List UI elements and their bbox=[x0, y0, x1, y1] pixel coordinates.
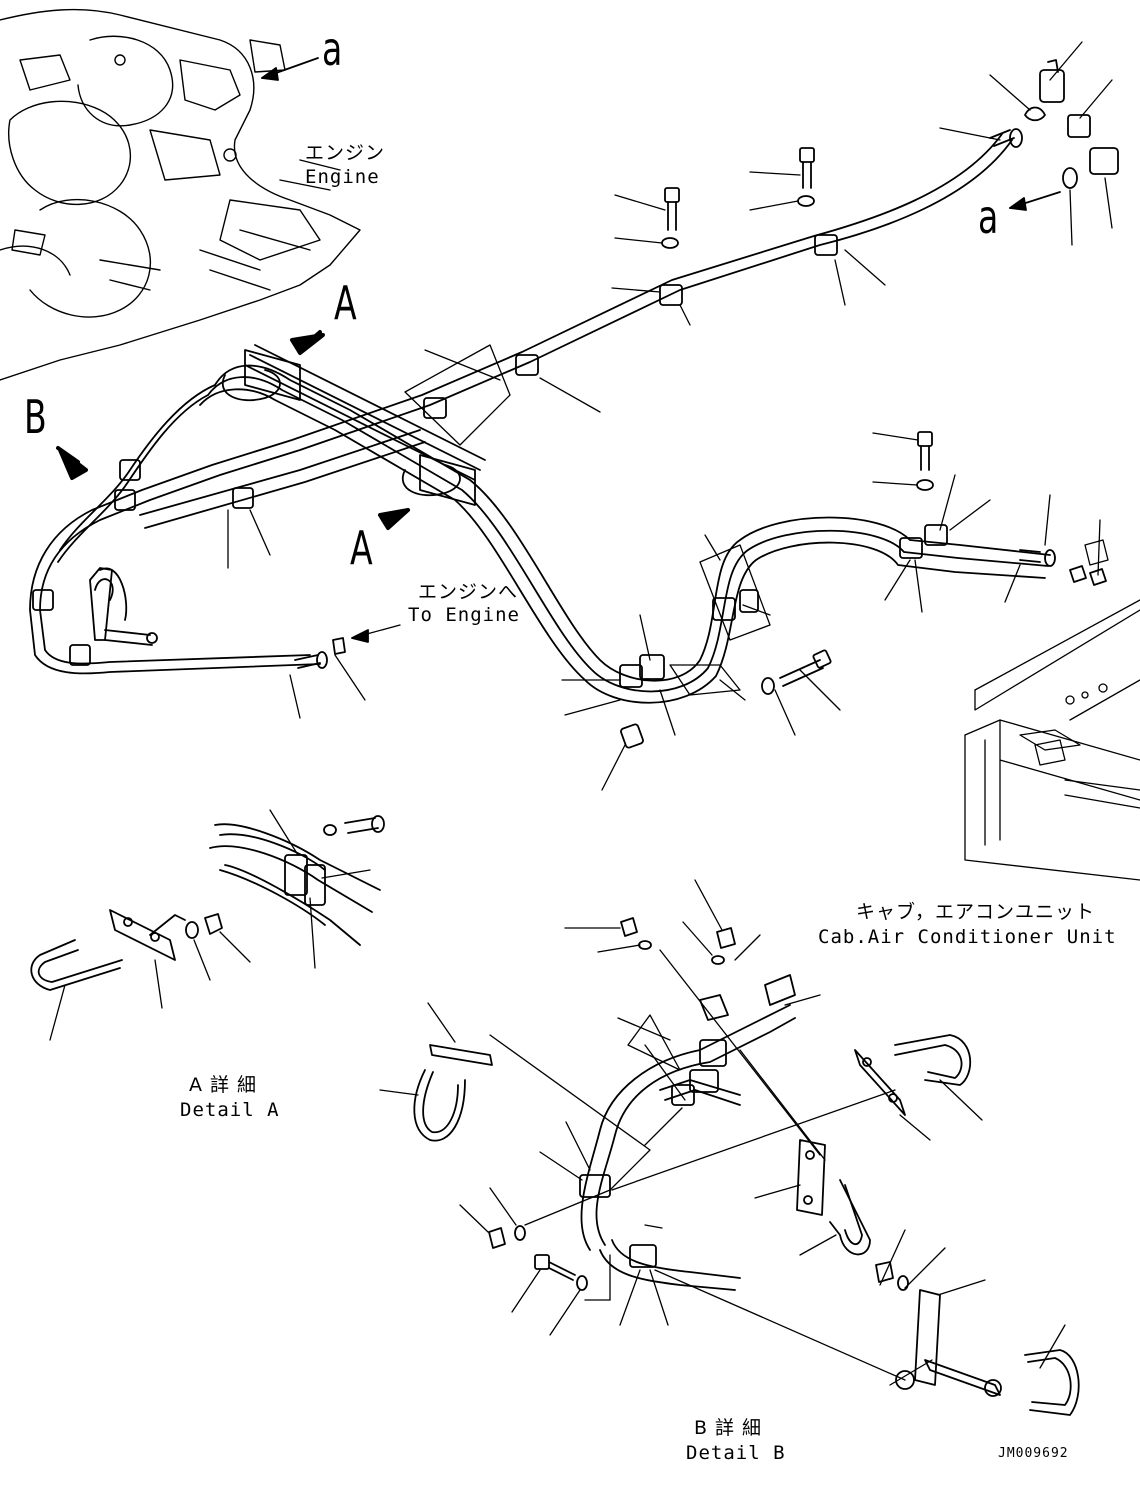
engine-label-en: Engine bbox=[305, 166, 380, 188]
detail-a-label-en: Detail A bbox=[180, 1099, 280, 1121]
engine-label-jp: エンジン bbox=[305, 142, 386, 164]
detail-a-label-jp: A 詳 細 bbox=[188, 1074, 258, 1096]
fittings-top-right bbox=[1024, 59, 1119, 189]
hose-clamps bbox=[32, 234, 948, 688]
detail-a-drawing bbox=[30, 815, 385, 991]
to-engine-label-en: To Engine bbox=[408, 604, 520, 626]
view-arrow-b bbox=[56, 446, 88, 480]
engine-outline bbox=[0, 8, 361, 381]
hose-ends bbox=[294, 128, 1056, 669]
tag-boxes bbox=[404, 344, 1109, 696]
detail-b-leaders bbox=[379, 879, 1066, 1386]
detail-b-drawing bbox=[413, 917, 1080, 1416]
callout-letter-a-right: a bbox=[978, 190, 999, 244]
view-letter-b: B bbox=[24, 390, 47, 444]
detail-b-label-jp: B 詳 細 bbox=[693, 1417, 763, 1439]
to-engine-label-jp: エンジンへ bbox=[418, 581, 519, 603]
view-arrow-a-top bbox=[290, 330, 325, 355]
view-arrow-a-mid bbox=[378, 508, 410, 530]
cab-label-en: Cab.Air Conditioner Unit bbox=[818, 926, 1117, 948]
view-letter-a-top: A bbox=[334, 276, 357, 330]
main-hose-lower bbox=[199, 364, 1051, 704]
callout-letter-a-top: a bbox=[322, 22, 343, 76]
main-hose-upper bbox=[29, 133, 1013, 675]
cab-label-jp: キャブ，エアコンユニット bbox=[856, 901, 1096, 923]
view-letter-a-mid: A bbox=[350, 521, 373, 575]
leader-lines-upper bbox=[227, 41, 1113, 791]
detail-a-leaders bbox=[49, 809, 371, 1041]
drawing-number: JM009692 bbox=[998, 1446, 1069, 1461]
cab-air-conditioner-outline bbox=[964, 599, 1140, 881]
cross-bracket bbox=[222, 344, 486, 506]
u-bolt-bracket-left bbox=[89, 567, 158, 646]
main-hose-loop bbox=[57, 384, 426, 563]
detail-b-label-en: Detail B bbox=[686, 1442, 786, 1464]
